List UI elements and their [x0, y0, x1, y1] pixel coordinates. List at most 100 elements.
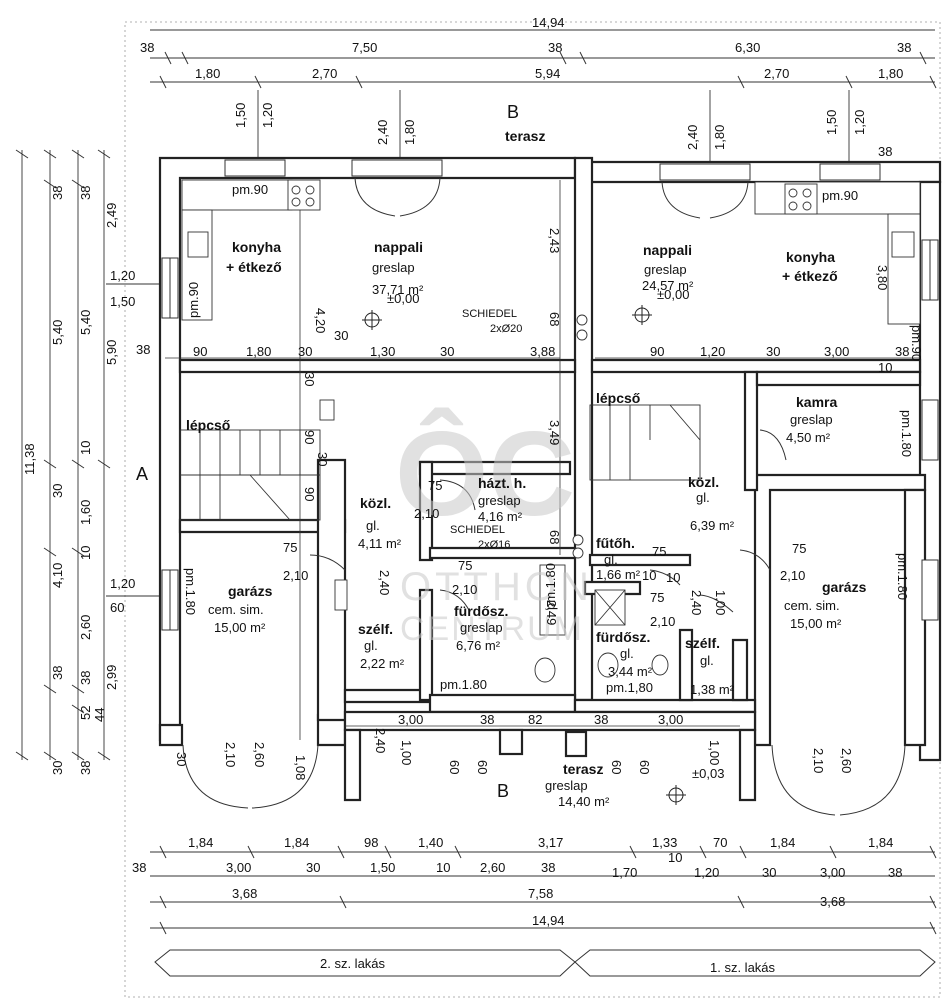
dim-l-7: 5,90 [104, 340, 119, 365]
dim-l-18: 38 [78, 761, 93, 775]
note-schiedel-2b: 2xØ16 [478, 539, 510, 551]
dim-l-11: 10 [78, 546, 93, 560]
inner-dim-43: 38 [480, 712, 494, 727]
dim-l-3: 38 [78, 186, 93, 200]
dim-bot-14: 1,50 [370, 860, 395, 875]
dim-l-21: 1,20 [110, 268, 135, 283]
note-pm90-d: pm.90 [909, 325, 924, 361]
room-konyha-2-sub: + étkező [226, 259, 282, 275]
room-furdo-1-area: 3,44 m² [608, 664, 653, 679]
room-nappali-1: nappali [643, 242, 692, 258]
unit-label-1: 1. sz. lakás [710, 960, 776, 975]
inner-dim-8: 90 [650, 344, 664, 359]
dim-top-3: 38 [548, 40, 562, 55]
dim-l-17: 30 [50, 761, 65, 775]
unit-label-2: 2. sz. lakás [320, 956, 386, 971]
inner-dim-26: 75 [283, 540, 297, 555]
room-kamra: kamra [796, 394, 837, 410]
inner-dim-25: 75 [428, 478, 442, 493]
watermark-logo: ÔC [395, 406, 575, 541]
note-pm90-a: pm.90 [232, 182, 268, 197]
watermark: ÔC OTTHON CENTRUM [395, 406, 589, 648]
room-terasz-bottom-mat: greslap [545, 778, 588, 793]
room-nappali-1-mat: greslap [644, 262, 687, 277]
dim-l-8: 10 [78, 441, 93, 455]
dim-bot-20: 30 [762, 865, 776, 880]
dim-bot-21: 3,00 [820, 865, 845, 880]
room-hazt-mat: greslap [478, 493, 521, 508]
room-nappali-2-mat: greslap [372, 260, 415, 275]
inner-dim-41: 75 [792, 541, 806, 556]
dim-l-4: 5,40 [50, 320, 65, 345]
room-garazs-1: garázs [822, 579, 867, 595]
room-szelf-2-area: 2,22 m² [360, 656, 405, 671]
inner-dim-22: 90 [302, 430, 317, 444]
inner-dim-18: 3,49 [547, 420, 562, 445]
note-pm180-c: pm.1.80 [895, 553, 910, 600]
inner-dim-51: 60 [609, 760, 624, 774]
inner-dim-20: 30 [302, 372, 317, 386]
notes: SCHIEDEL 2xØ20 SCHIEDEL 2xØ16 pm.90 pm.9… [136, 102, 924, 801]
inner-dim-37: 75 [650, 590, 664, 605]
dim-total-top: 14,94 [532, 15, 565, 30]
dim-bot-24: 7,58 [528, 886, 553, 901]
room-konyha-2: konyha [232, 239, 281, 255]
dim-l-19: 2,99 [104, 665, 119, 690]
inner-dim-31: 2,49 [544, 600, 559, 625]
dim-top-9: 2,70 [764, 66, 789, 81]
dim-l-14: 38 [50, 666, 65, 680]
dim-bot-total: 14,94 [532, 913, 565, 928]
inner-dim-4: 30 [298, 344, 312, 359]
dim-top-1: 38 [140, 40, 154, 55]
room-garazs-1-area: 15,00 m² [790, 616, 842, 631]
section-mark-b-bottom: B [497, 781, 509, 801]
inner-dim-7: 3,88 [530, 344, 555, 359]
dim-l-5: 5,40 [78, 310, 93, 335]
inner-dim-44: 82 [528, 712, 542, 727]
dim-l-24: 60 [110, 600, 124, 615]
inner-dim-45: 38 [594, 712, 608, 727]
windows [161, 159, 939, 631]
room-garazs-2: garázs [228, 583, 273, 599]
room-garazs-1-mat: cem. sim. [784, 598, 840, 613]
dim-bot-5: 3,17 [538, 835, 563, 850]
inner-dim-40: 2,10 [780, 568, 805, 583]
dim-top-4: 6,30 [735, 40, 760, 55]
room-futoh-mat: gl. [604, 552, 618, 567]
note-pm180-e: pm.1,80 [606, 680, 653, 695]
dim-top-10: 1,80 [878, 66, 903, 81]
dim-v-5: 2,40 [685, 125, 700, 150]
dim-v-9: 38 [878, 144, 892, 159]
inner-dim-11: 3,00 [824, 344, 849, 359]
inner-dim-23: 90 [302, 487, 317, 501]
room-terasz-top: terasz [505, 128, 545, 144]
room-nappali-1-lvl: ±0,00 [657, 287, 689, 302]
inner-dim-12: 38 [895, 344, 909, 359]
section-mark-b-top: B [507, 102, 519, 122]
top-dimensions: 14,94 38 7,50 38 6,30 38 1,80 2,70 5,94 … [140, 15, 937, 175]
dim-l-16: 52 [78, 706, 93, 720]
room-szelf-1-area: 1,38 m² [690, 682, 735, 697]
dim-l-20: 44 [92, 708, 107, 722]
room-furdo-2: fürdősz. [454, 603, 508, 619]
room-garazs-2-area: 15,00 m² [214, 620, 266, 635]
inner-dim-27: 2,10 [283, 568, 308, 583]
inner-dim-58: 1,00 [707, 740, 722, 765]
room-lepcso-1: lépcső [596, 390, 640, 406]
dim-top-5: 38 [897, 40, 911, 55]
note-schiedel-1: SCHIEDEL [462, 308, 517, 320]
dim-l-6: 11,38 [22, 443, 37, 475]
dim-v-7: 1,50 [824, 110, 839, 135]
dim-bot-3: 98 [364, 835, 378, 850]
inner-dim-13: 10 [878, 360, 892, 375]
room-kamra-area: 4,50 m² [786, 430, 831, 445]
room-labels: konyha + étkező nappali greslap 37,71 m²… [186, 128, 867, 809]
room-szelf-1: szélf. [685, 635, 720, 651]
watermark-text-2: CENTRUM [400, 610, 584, 648]
dim-bot-1: 1,84 [188, 835, 213, 850]
dim-bot-17: 38 [541, 860, 555, 875]
dim-l-23: 1,20 [110, 576, 135, 591]
inner-dim-17: 68 [547, 312, 562, 326]
dim-bot-6: 1,33 [652, 835, 677, 850]
note-pm90-b: pm.90 [822, 188, 858, 203]
